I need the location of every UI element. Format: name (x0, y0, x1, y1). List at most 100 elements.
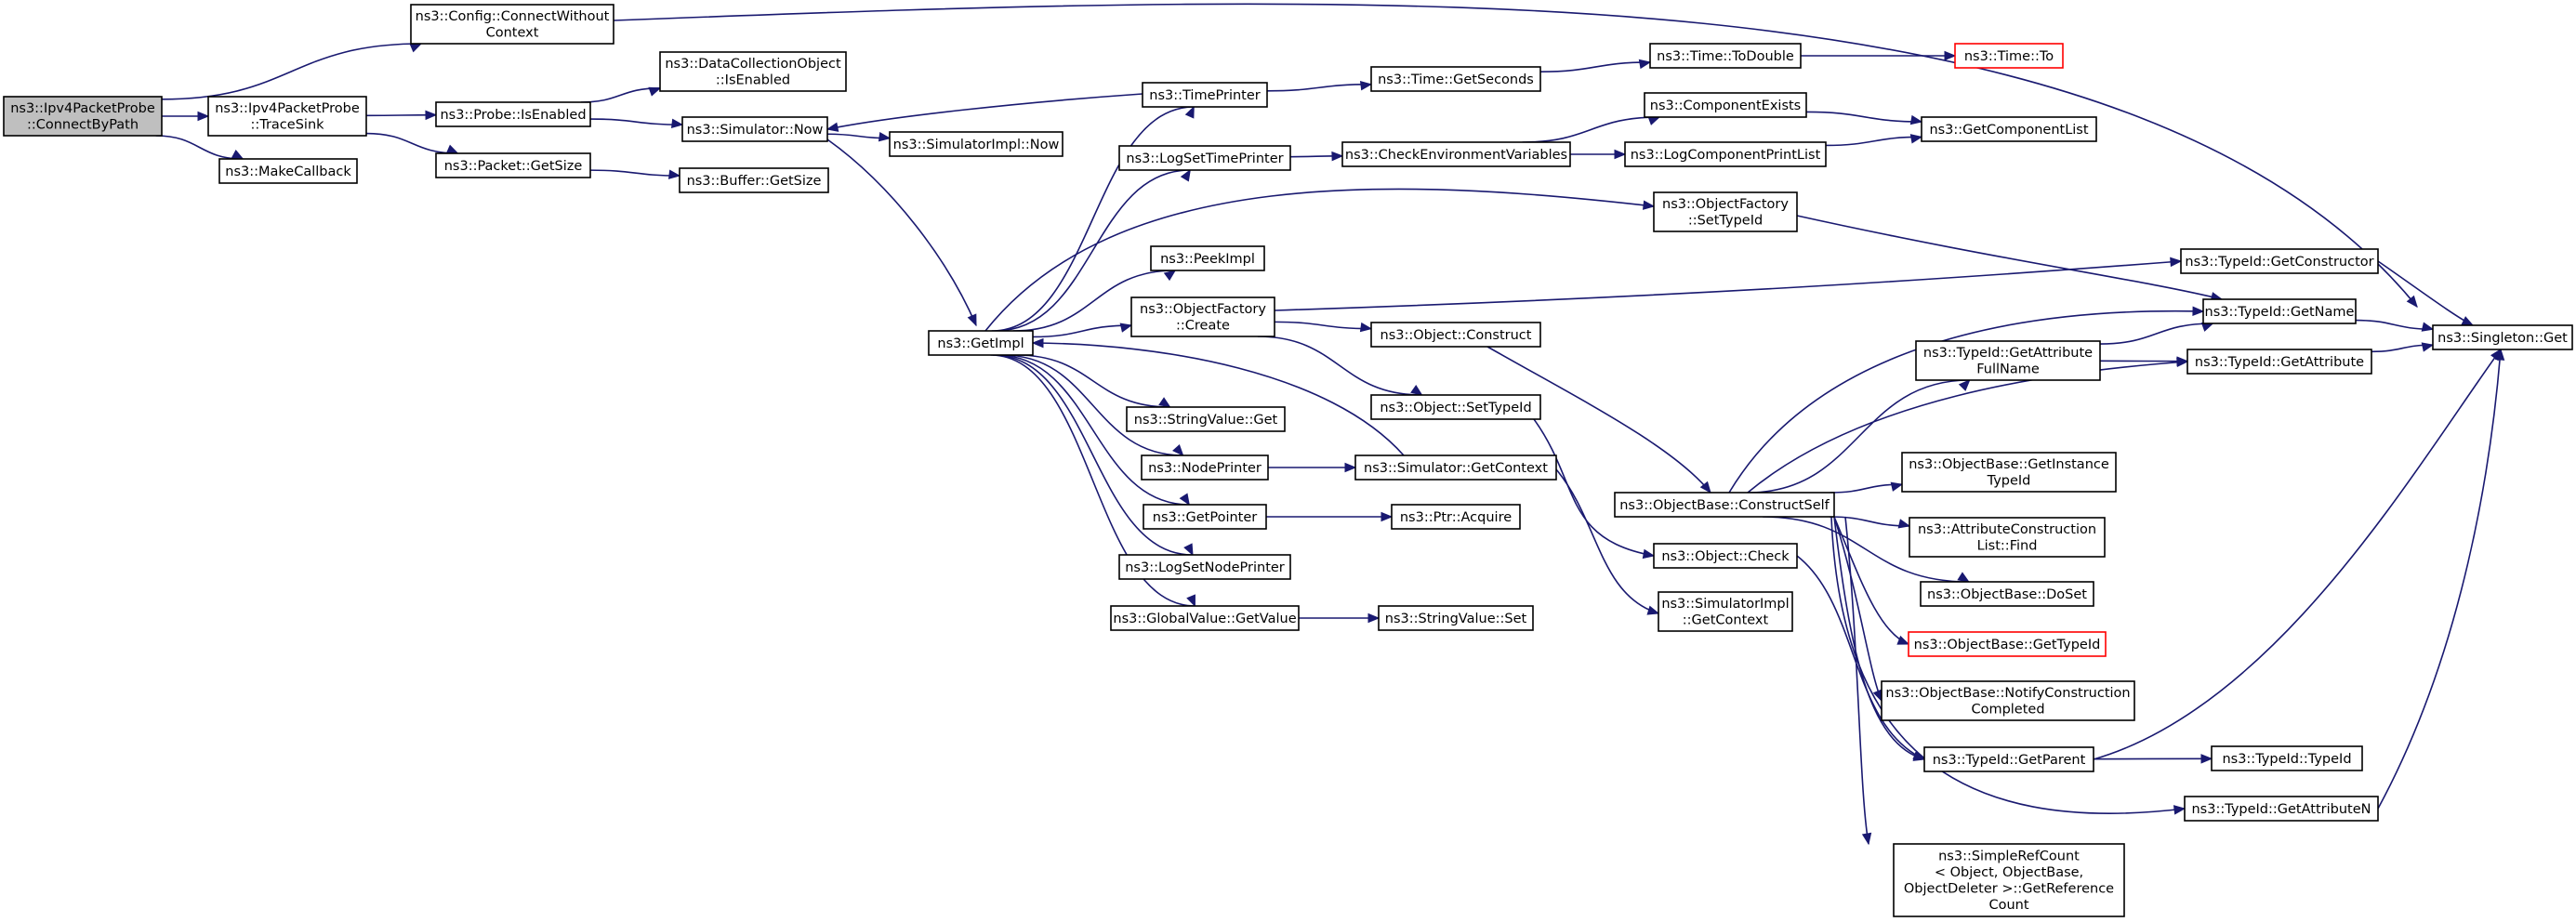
node-sigc[interactable]: ns3::SimulatorImpl::GetContext (1658, 591, 1793, 632)
arrowhead (667, 169, 681, 179)
arrowhead (1861, 832, 1872, 846)
edge-ofc-to-tigc (1274, 257, 2183, 311)
node-label: ns3::ObjectBase::GetInstance (1909, 457, 2109, 472)
arrowhead (1031, 337, 1044, 349)
node-label: ns3::GetPointer (1153, 510, 1258, 525)
node-sinow[interactable]: ns3::SimulatorImpl::Now (889, 131, 1063, 157)
arrowhead (2406, 295, 2418, 309)
node-tto[interactable]: ns3::Time::To (1954, 43, 2064, 69)
edge-cbp-to-mkcb (155, 135, 244, 160)
node-layer: ns3::Ipv4PacketProbe::ConnectByPathns3::… (3, 4, 2573, 917)
node-cbp[interactable]: ns3::Ipv4PacketProbe::ConnectByPath (3, 96, 163, 137)
arrowhead (1410, 385, 1423, 396)
node-tigc[interactable]: ns3::TypeId::GetConstructor (2180, 248, 2379, 274)
node-lsnp[interactable]: ns3::LogSetNodePrinter (1118, 554, 1291, 580)
edge-ofstid-to-tign (1796, 215, 2224, 302)
node-sg[interactable]: ns3::Singleton::Get (2432, 324, 2573, 350)
edge-obcs-to-acf (1829, 516, 1911, 529)
node-obcs[interactable]: ns3::ObjectBase::ConstructSelf (1614, 492, 1835, 518)
node-pie[interactable]: ns3::Probe::IsEnabled (435, 101, 591, 127)
edge-gimpl-to-np (1002, 354, 1184, 456)
node-label: ns3::StringValue::Set (1385, 612, 1527, 626)
node-label: ::GetContext (1683, 613, 1769, 628)
edge-gimpl-to-svg (1016, 354, 1171, 408)
node-ochk[interactable]: ns3::Object::Check (1653, 543, 1798, 569)
node-label: ::IsEnabled (716, 73, 790, 88)
node-pacq[interactable]: ns3::Ptr::Acquire (1391, 504, 1521, 530)
edge-layer (155, 3, 2505, 846)
node-lcpl[interactable]: ns3::LogComponentPrintList (1624, 141, 1827, 167)
node-srcgrc[interactable]: ns3::SimpleRefCount< Object, ObjectBase,… (1893, 843, 2125, 917)
node-tgs[interactable]: ns3::Time::GetSeconds (1370, 66, 1541, 92)
edge-gimpl-to-lsnp (992, 354, 1194, 557)
node-box (1653, 191, 1798, 232)
edge-sgc-to-sigc (1555, 468, 1660, 615)
node-box (889, 131, 1063, 157)
edge-tiga-to-sg (2371, 342, 2435, 353)
arrowhead (1614, 149, 1627, 160)
node-mkcb[interactable]: ns3::MakeCallback (218, 158, 358, 184)
edge-ostid-to-ochk (1533, 418, 1656, 560)
node-np[interactable]: ns3::NodePrinter (1141, 454, 1269, 481)
node-label: ns3::Time::ToDouble (1657, 49, 1794, 64)
node-ofc[interactable]: ns3::ObjectFactory::Create (1130, 296, 1275, 337)
node-label: FullName (1976, 362, 2040, 377)
node-svset[interactable]: ns3::StringValue::Set (1378, 605, 1534, 631)
node-box (1920, 581, 2094, 607)
node-label: ns3::ObjectBase::ConstructSelf (1619, 498, 1830, 513)
node-gimpl[interactable]: ns3::GetImpl (928, 330, 1034, 356)
node-gp[interactable]: ns3::GetPointer (1143, 504, 1267, 530)
node-label: ns3::ComponentExists (1650, 99, 1802, 113)
arrowhead (1184, 105, 1195, 119)
node-label: ns3::ObjectFactory (1140, 302, 1266, 317)
node-ostid[interactable]: ns3::Object::SetTypeId (1370, 394, 1541, 420)
node-oc[interactable]: ns3::Object::Construct (1370, 322, 1541, 348)
node-obds[interactable]: ns3::ObjectBase::DoSet (1920, 581, 2094, 607)
arrowhead (878, 132, 892, 142)
node-label: ::SetTypeId (1688, 214, 1763, 229)
node-cev[interactable]: ns3::CheckEnvironmentVariables (1341, 141, 1571, 167)
node-snow[interactable]: ns3::Simulator::Now (681, 116, 828, 142)
edge-tp-to-tgs (1266, 80, 1373, 92)
node-peek[interactable]: ns3::PeekImpl (1150, 245, 1265, 271)
node-box (1901, 452, 2117, 493)
node-obgt[interactable]: ns3::ObjectBase::GetTypeId (1908, 631, 2107, 657)
node-ts[interactable]: ns3::Ipv4PacketProbe::TraceSink (207, 96, 367, 137)
node-box (2186, 349, 2372, 375)
node-svg[interactable]: ns3::StringValue::Get (1126, 406, 1286, 432)
arrowhead (1331, 151, 1344, 162)
node-pgs[interactable]: ns3::Packet::GetSize (435, 152, 591, 178)
node-obnc[interactable]: ns3::ObjectBase::NotifyConstructionCompl… (1881, 680, 2135, 721)
arrowhead (1119, 323, 1133, 333)
node-gvgv[interactable]: ns3::GlobalValue::GetValue (1110, 605, 1300, 631)
edge-ochk-to-tigp (1796, 555, 1926, 760)
node-label: ns3::ObjectBase::NotifyConstruction (1885, 686, 2130, 701)
node-ttd[interactable]: ns3::Time::ToDouble (1649, 43, 1802, 69)
node-bgs[interactable]: ns3::Buffer::GetSize (679, 167, 829, 193)
node-lstp[interactable]: ns3::LogSetTimePrinter (1118, 145, 1291, 171)
arrowhead (1646, 605, 1660, 615)
node-tp[interactable]: ns3::TimePrinter (1142, 82, 1268, 108)
node-sgc[interactable]: ns3::Simulator::GetContext (1354, 454, 1557, 481)
node-ofstid[interactable]: ns3::ObjectFactory::SetTypeId (1653, 191, 1798, 232)
edge-gimpl-to-gvgv (990, 354, 1196, 608)
node-box (1921, 116, 2097, 142)
edge-oc-to-obcs (1486, 346, 1711, 494)
node-titi[interactable]: ns3::TypeId::TypeId (2211, 745, 2363, 771)
node-ce[interactable]: ns3::ComponentExists (1644, 92, 1807, 118)
node-tigan[interactable]: ns3::TypeId::GetAttributeN (2184, 796, 2379, 822)
node-label: ns3::ObjectBase::GetTypeId (1914, 638, 2101, 652)
node-dco[interactable]: ns3::DataCollectionObject::IsEnabled (659, 51, 847, 92)
node-tign[interactable]: ns3::TypeId::GetName (2202, 298, 2357, 324)
arrowhead (1890, 481, 1904, 492)
node-tigp[interactable]: ns3::TypeId::GetParent (1923, 746, 2094, 772)
node-gcl[interactable]: ns3::GetComponentList (1921, 116, 2097, 142)
edge-tigc-to-sg (2377, 260, 2475, 326)
arrowhead (2176, 356, 2189, 366)
node-tiga[interactable]: ns3::TypeId::GetAttribute (2186, 349, 2372, 375)
node-label: ns3::Simulator::GetContext (1364, 461, 1548, 476)
